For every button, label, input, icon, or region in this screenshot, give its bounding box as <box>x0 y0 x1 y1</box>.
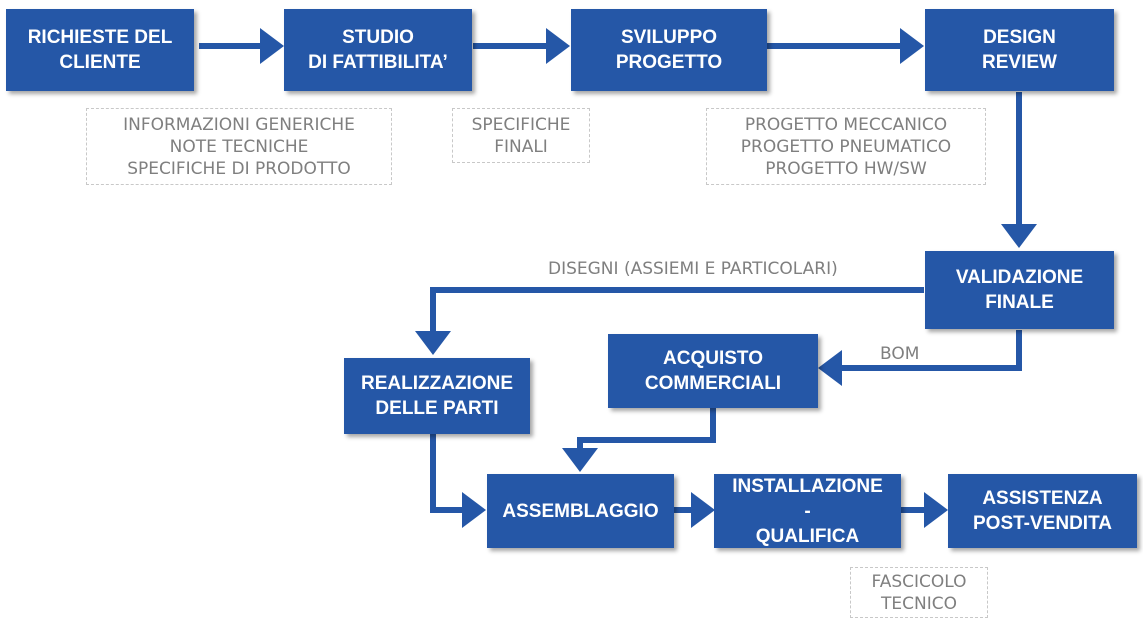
step-label-line: SVILUPPO <box>620 27 718 48</box>
step-validazione-finale: VALIDAZIONE FINALE <box>925 251 1114 329</box>
step-assistenza-post-vendita: ASSISTENZA POST-VENDITA <box>948 474 1137 548</box>
note-line: PROGETTO MECCANICO <box>744 114 948 135</box>
step-label-line: FINALE <box>985 292 1054 313</box>
step-label-line: ASSEMBLAGGIO <box>502 500 659 522</box>
step-sviluppo-progetto: SVILUPPO PROGETTO <box>571 9 767 91</box>
arrow-validazione-to-realizzazione <box>415 287 924 355</box>
note-line: INFORMAZIONI GENERICHE <box>123 114 355 135</box>
note-line: TECNICO <box>881 593 957 614</box>
step-label-line: DESIGN <box>983 27 1056 48</box>
step-assemblaggio: ASSEMBLAGGIO <box>487 474 674 548</box>
note-line: NOTE TECNICHE <box>169 136 309 157</box>
note-line: FASCICOLO <box>871 571 967 592</box>
note-specifiche-finali: SPECIFICHE FINALI <box>452 108 590 163</box>
step-design-review: DESIGN REVIEW <box>925 9 1114 91</box>
step-label-line: RICHIESTE DEL <box>27 27 173 48</box>
arrow-acquisto-to-assemblaggio <box>562 408 716 472</box>
step-label-line: REALIZZAZIONE <box>361 373 513 394</box>
step-label-line: QUALIFICA <box>755 525 860 547</box>
note-line: PROGETTO HW/SW <box>765 158 927 179</box>
step-label-line: - <box>804 500 811 522</box>
step-richieste-del-cliente: RICHIESTE DEL CLIENTE <box>6 9 194 91</box>
arrow-realizzazione-to-assemblaggio <box>430 434 486 528</box>
step-installazione-qualifica: INSTALLAZIONE - QUALIFICA <box>714 474 901 548</box>
step-label-line: DELLE PARTI <box>375 398 499 419</box>
step-label-line: DI FATTIBILITA’ <box>308 52 448 73</box>
flow-label-disegni: DISEGNI (ASSIEMI E PARTICOLARI) <box>548 259 838 279</box>
flow-label-bom: BOM <box>880 344 920 364</box>
note-cliente-informazioni: INFORMAZIONI GENERICHE NOTE TECNICHE SPE… <box>86 108 392 185</box>
step-studio-di-fattibilita: STUDIO DI FATTIBILITA’ <box>284 9 472 91</box>
note-line: SPECIFICHE DI PRODOTTO <box>127 158 351 179</box>
note-line: PROGETTO PNEUMATICO <box>740 136 952 157</box>
step-realizzazione-delle-parti: REALIZZAZIONE DELLE PARTI <box>344 358 530 434</box>
step-label-line: VALIDAZIONE <box>955 267 1084 288</box>
step-label-line: COMMERCIALI <box>644 373 782 394</box>
step-label-line: ACQUISTO <box>663 348 763 369</box>
arrow-validazione-to-acquisto <box>818 330 1022 386</box>
note-fascicolo-tecnico: FASCICOLO TECNICO <box>850 567 988 618</box>
step-label-line: INSTALLAZIONE <box>732 475 883 497</box>
step-label-line: POST-VENDITA <box>973 513 1112 534</box>
step-label-line: REVIEW <box>982 52 1057 73</box>
step-label-line: PROGETTO <box>615 52 723 73</box>
step-label-line: CLIENTE <box>59 52 141 73</box>
note-line: SPECIFICHE <box>471 114 571 135</box>
note-line: FINALI <box>494 136 548 157</box>
note-progetti: PROGETTO MECCANICO PROGETTO PNEUMATICO P… <box>706 108 986 185</box>
step-acquisto-commerciali: ACQUISTO COMMERCIALI <box>608 334 818 408</box>
step-label-line: ASSISTENZA <box>982 488 1103 509</box>
step-label-line: STUDIO <box>342 27 414 48</box>
